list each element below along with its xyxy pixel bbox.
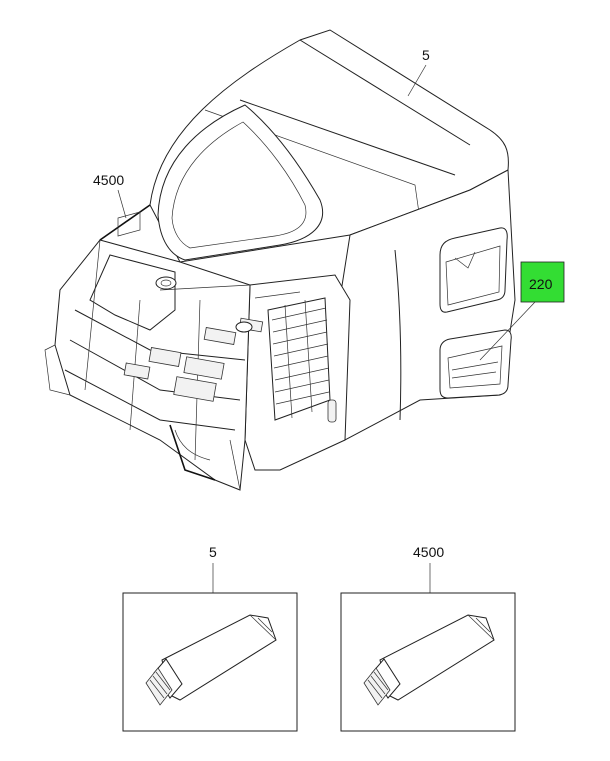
callout-220-label[interactable]: 220	[529, 276, 553, 292]
callout-220[interactable]: 220	[479, 261, 565, 361]
callout-4500-label: 4500	[93, 172, 124, 188]
detail-box-4500: 4500	[340, 544, 516, 732]
callout-4500: 4500	[93, 172, 127, 219]
detail-box-5: 5	[122, 544, 298, 732]
grille-badge	[155, 276, 177, 290]
adhesive-tube-5-icon	[145, 614, 277, 706]
truck-cab-illustration	[44, 29, 516, 491]
adhesive-tube-4500-icon	[363, 614, 495, 706]
callout-5-label: 5	[422, 47, 430, 63]
detail-5-label: 5	[209, 544, 217, 560]
detail-4500-label: 4500	[413, 544, 444, 560]
callout-220-highlight[interactable]	[520, 261, 565, 303]
door-handle	[327, 399, 337, 423]
callout-5: 5	[407, 47, 430, 97]
door-window-slats	[271, 299, 330, 419]
